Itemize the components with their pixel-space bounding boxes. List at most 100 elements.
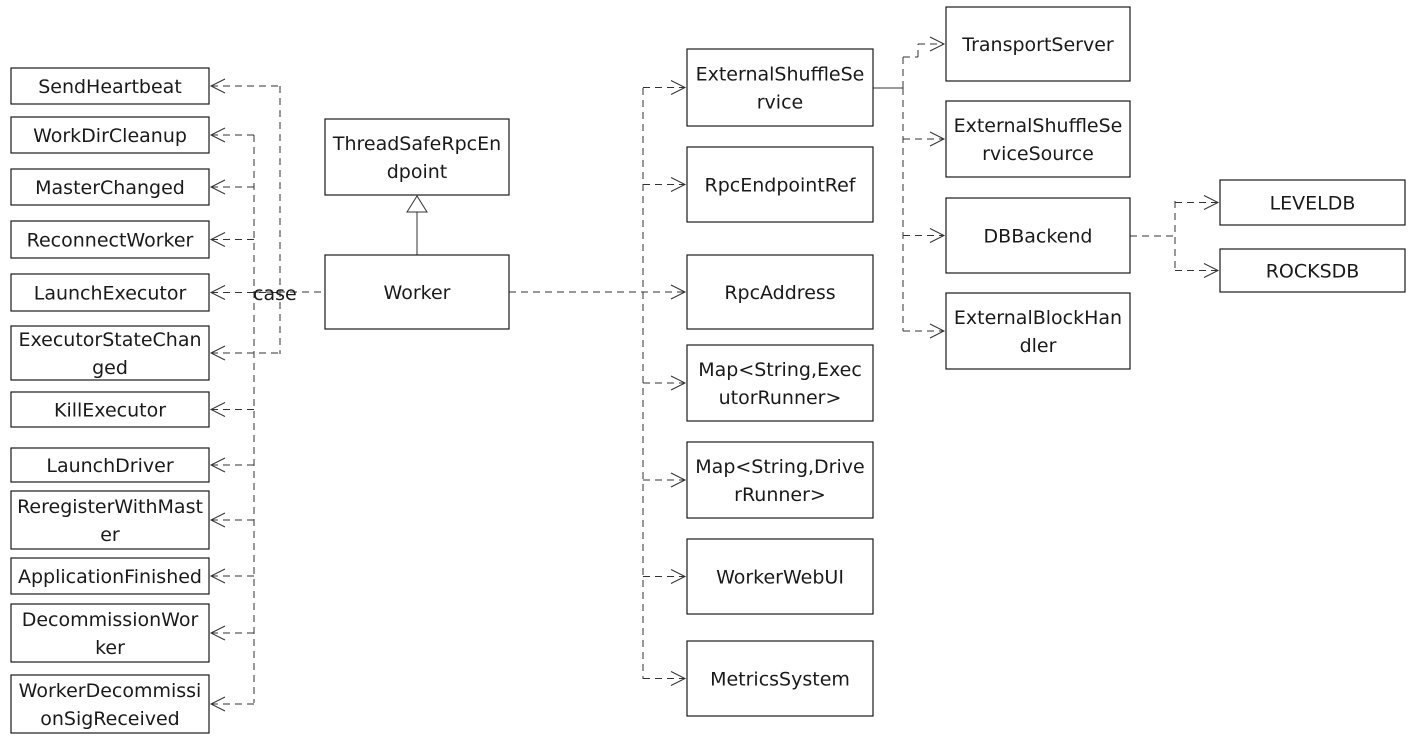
message-arrowhead [209, 402, 226, 417]
member-box: MetricsSystem [686, 640, 874, 717]
shuffle-member-box: ExternalBlockHan dler [945, 292, 1131, 370]
message-arrowhead [209, 179, 226, 195]
message-box: WorkDirCleanup [10, 116, 210, 154]
message-box: ApplicationFinished [10, 557, 210, 595]
message-box-label-line: DecommissionWor [22, 609, 199, 631]
member-box-label-line: MetricsSystem [710, 669, 850, 691]
shuffle-member-box: ExternalShuffleSe rviceSource [945, 100, 1131, 178]
message-box-frame [10, 273, 210, 312]
message-box-frame [10, 603, 210, 663]
message-arrowhead [209, 78, 226, 94]
message-box-frame [10, 447, 210, 483]
worker-box-label-line: Worker [384, 282, 451, 304]
message-box: ReconnectWorker [10, 220, 210, 259]
nodes: ThreadSafeRpcEndpointWorkerSendHeartbeat… [10, 6, 1406, 734]
member-box-frame [686, 640, 874, 717]
shuffle-arrowhead [929, 323, 946, 339]
edges [209, 36, 1220, 712]
member-box-label-line: Map<String,Exec [698, 359, 862, 381]
message-arrowhead [209, 696, 226, 712]
db-backend-box-frame [1219, 248, 1406, 293]
shuffle-member-box-label-line: ExternalShuffleSe [954, 115, 1123, 137]
member-box: Map<String,Exec utorRunner> [686, 344, 874, 422]
member-box-frame [686, 146, 874, 223]
member-arrowhead [670, 671, 687, 686]
message-box-label-line: KillExecutor [54, 400, 166, 422]
member-box-label-line: RpcEndpointRef [705, 175, 857, 197]
message-box: MasterChanged [10, 168, 210, 206]
message-box-label-line: ReconnectWorker [27, 230, 194, 252]
db-backend-box-label-line: ROCKSDB [1266, 261, 1360, 283]
message-box-label-line: ged [92, 357, 128, 379]
message-box-label-line: LaunchExecutor [34, 283, 187, 305]
shuffle-member-box: TransportServer [945, 6, 1131, 82]
message-box-frame [10, 490, 210, 550]
member-box-frame [686, 344, 874, 422]
member-arrowhead [670, 80, 687, 95]
message-arrowhead [209, 285, 226, 300]
shuffle-member-box-frame [945, 100, 1131, 178]
inheritance-triangle [406, 195, 428, 213]
member-box-label-line: ExternalShuffleSe [696, 64, 865, 86]
member-box: WorkerWebUI [686, 538, 874, 615]
shuffle-arrowhead [929, 36, 946, 52]
message-box-label-line: WorkDirCleanup [33, 125, 187, 147]
member-box-frame [686, 48, 874, 127]
member-arrowhead [670, 375, 687, 391]
member-box-label-line: rRunner> [734, 484, 826, 506]
db-backend-box-frame [1219, 179, 1406, 226]
member-box-label-line: rvice [757, 92, 803, 114]
message-box: DecommissionWor ker [10, 603, 210, 663]
message-arrowhead [209, 512, 226, 528]
message-arrowhead [209, 568, 226, 584]
message-box-label-line: ExecutorStateChan [18, 329, 201, 351]
member-box: RpcEndpointRef [686, 146, 874, 223]
shuffle-member-box-label-line: rviceSource [982, 143, 1094, 165]
db-arrowhead [1203, 195, 1220, 210]
message-box-frame [10, 674, 210, 734]
shuffle-arrowhead [929, 131, 946, 147]
shuffle-member-box-label-line: TransportServer [961, 34, 1114, 56]
message-box-frame [10, 116, 210, 154]
message-box-frame [10, 557, 210, 595]
message-box-label-line: WorkerDecommissi [19, 680, 202, 702]
member-box-frame [686, 441, 874, 519]
db-backend-box-label-line: LEVELDB [1270, 193, 1356, 215]
message-arrowhead [209, 457, 226, 473]
member-box: RpcAddress [686, 254, 874, 330]
shuffle-member-box-label-line: ExternalBlockHan [954, 307, 1122, 329]
message-box-label-line: onSigReceived [40, 708, 180, 730]
message-box-label-line: MasterChanged [35, 177, 185, 199]
message-box: SendHeartbeat [10, 67, 210, 105]
message-box-label-line: er [100, 524, 120, 546]
member-box-label-line: WorkerWebUI [716, 567, 844, 589]
message-box: LaunchExecutor [10, 273, 210, 312]
message-box-frame [10, 391, 210, 428]
worker-box-frame [324, 254, 510, 330]
message-box: ReregisterWithMast er [10, 490, 210, 550]
message-box-label-line: SendHeartbeat [38, 76, 182, 98]
member-box-frame [686, 254, 874, 330]
shuffle-member-box-label-line: dler [1020, 335, 1057, 357]
message-box: WorkerDecommissi onSigReceived [10, 674, 210, 734]
member-arrowhead [670, 177, 687, 192]
thread-safe-rpc-endpoint-box-label-line: dpoint [387, 161, 448, 183]
member-box-label-line: utorRunner> [719, 387, 842, 409]
db-backend-box: ROCKSDB [1219, 248, 1406, 293]
message-box-label-line: ReregisterWithMast [17, 496, 203, 518]
member-arrowhead [670, 569, 687, 584]
case-label: case [253, 283, 297, 305]
message-box-label-line: ker [95, 637, 125, 659]
shuffle-member-box-frame [945, 197, 1131, 274]
message-arrowhead [209, 625, 226, 641]
member-box-frame [686, 538, 874, 615]
member-box-label-line: RpcAddress [724, 282, 835, 304]
message-box: LaunchDriver [10, 447, 210, 483]
member-arrowhead [670, 472, 687, 488]
message-box-label-line: ApplicationFinished [18, 566, 202, 588]
thread-safe-rpc-endpoint-box-frame [324, 118, 510, 196]
shuffle-member-box-label-line: DBBackend [984, 226, 1093, 248]
member-arrowhead [670, 284, 687, 300]
